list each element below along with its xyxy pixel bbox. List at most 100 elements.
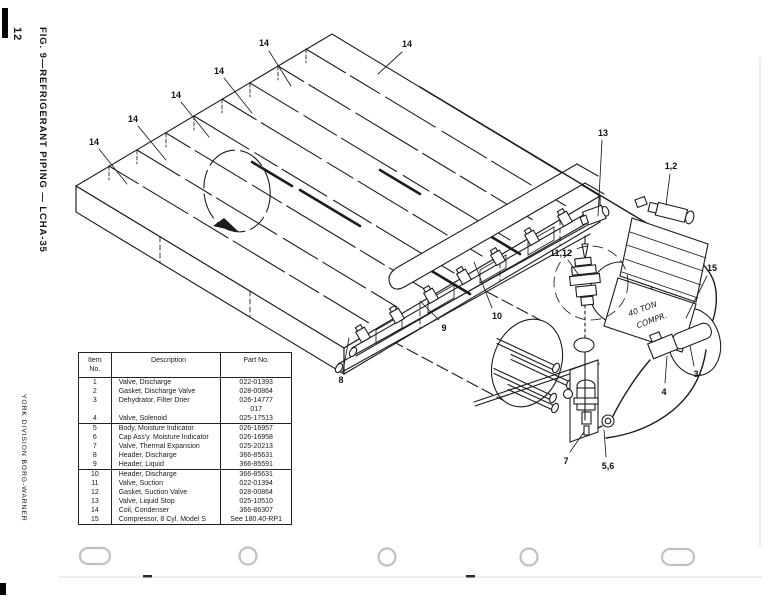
callout-leader [665, 173, 671, 206]
callout-label: 14 [259, 38, 269, 48]
col-header-part-no: Part No. [243, 357, 269, 364]
part-number: 028-00864 [239, 489, 273, 496]
suction-pipe [388, 163, 605, 290]
part-item-no: 7 [78, 442, 112, 451]
callout-label: 11,12 [550, 248, 572, 258]
callout-label: 9 [441, 323, 446, 333]
part-item-no: 6 [78, 433, 112, 442]
callout-leader [567, 259, 579, 275]
callout-leader [98, 148, 128, 185]
callout-leader [137, 125, 167, 161]
figure-title: FIG. 9—REFRIGERANT PIPING — LCHA-35 [37, 27, 48, 253]
callout-leader [685, 275, 708, 319]
callout-label: 1,2 [665, 161, 678, 171]
part-item-no: 8 [78, 451, 112, 460]
part-description: Gasket, Suction Valve [111, 488, 222, 497]
part-description: Valve, Liquid Stop [111, 497, 222, 506]
part-item-no: 15 [78, 515, 112, 525]
part-description: Cap Ass'y. Moisture Indicator [111, 433, 222, 442]
part-description: Compressor, 8 Cyl. Model S [111, 515, 222, 525]
part-item-no: 2 [78, 387, 112, 396]
parts-table-row: 6 Cap Ass'y. Moisture Indicator 026-1695… [78, 433, 292, 442]
part-description: Coil, Condenser [111, 506, 222, 515]
solenoid-valve [646, 331, 679, 360]
callout-leader [419, 300, 440, 321]
suction-valve-assembly [553, 235, 629, 421]
part-number: 366-85631 [239, 452, 273, 459]
line-ring [573, 337, 595, 353]
callout-label: 14 [402, 39, 412, 49]
parts-table-row: 11 Valve, Suction 022-01394 [78, 479, 292, 488]
part-number: 366-85631 [239, 471, 273, 478]
part-number: 026-16957 [239, 425, 273, 432]
part-number: See 180.40-RP1 [230, 516, 283, 523]
callout-leader [603, 429, 607, 458]
part-description: Valve, Thermal Expansion [111, 442, 222, 451]
callout-label: 14 [89, 137, 99, 147]
parts-table-row: 5 Body, Moisture Indicator 026-16957 [78, 423, 292, 433]
part-item-no: 11 [78, 479, 112, 488]
parts-table-header-row: Item No. Description Part No. [78, 352, 292, 378]
part-description: Dehydrator, Filter Drier [111, 396, 222, 414]
fan-opening-wedge [213, 218, 239, 232]
col-header-item-no: Item No. [78, 352, 112, 378]
part-number: 025-10510 [239, 498, 273, 505]
part-number: 026-16958 [239, 434, 273, 441]
parts-table-row: 1 Valve, Discharge 022-01393 [78, 377, 292, 387]
part-description: Valve, Discharge [111, 377, 222, 387]
part-description: Valve, Suction [111, 479, 222, 488]
parts-table-row: 4 Valve, Solenoid 025-17513 [78, 414, 292, 424]
part-number: 026-14777 017 [239, 397, 273, 413]
callout-label: 14 [214, 66, 224, 76]
part-description: Header, Discharge [111, 469, 222, 479]
liquid-stop-valve [579, 204, 610, 227]
coil-fin-lines [108, 48, 567, 324]
part-description: Header, Liquid [111, 460, 222, 470]
binder-hole [519, 547, 539, 567]
callout-leader [342, 337, 350, 372]
part-number: 025-20213 [239, 443, 273, 450]
part-number: 366-86307 [239, 507, 273, 514]
callout-leader [223, 77, 253, 114]
parts-table: Item No. Description Part No. 1 Valve, D… [78, 352, 292, 525]
callout-label: 3 [693, 369, 698, 379]
callout-label: 13 [598, 128, 608, 138]
callout-label: 14 [171, 90, 181, 100]
part-number: 366-85591 [239, 461, 273, 468]
callout-leader [377, 51, 403, 75]
parts-table-row: 10 Header, Discharge 366-85631 [78, 469, 292, 479]
callout-label: 15 [707, 263, 717, 273]
parts-table-row: 15 Compressor, 8 Cyl. Model S See 180.40… [78, 515, 292, 525]
moisture-indicator [601, 414, 615, 428]
part-number: 028-00864 [239, 388, 273, 395]
page-number: 12 [11, 27, 23, 42]
callout-leader [473, 261, 493, 309]
part-item-no: 13 [78, 497, 112, 506]
parts-table-row: 8 Header, Discharge 366-85631 [78, 451, 292, 460]
parts-table-row: 3 Dehydrator, Filter Drier 026-14777 017 [78, 396, 292, 414]
refrigerant-headers [334, 163, 605, 374]
part-item-no: 5 [78, 423, 112, 433]
part-item-no: 12 [78, 488, 112, 497]
part-number: 025-17513 [239, 415, 273, 422]
part-description: Valve, Solenoid [111, 414, 222, 424]
compressor: 40 TON COMPR. [589, 195, 722, 377]
parts-table-row: 7 Valve, Thermal Expansion 025-20213 [78, 442, 292, 451]
callout-label: 14 [128, 114, 138, 124]
part-number: 022-01394 [239, 480, 273, 487]
part-description: Body, Moisture Indicator [111, 423, 222, 433]
callout-leader [180, 101, 210, 138]
part-description: Header, Discharge [111, 451, 222, 460]
part-description: Gasket, Discharge Valve [111, 387, 222, 396]
callout-leader [268, 50, 292, 87]
part-item-no: 14 [78, 506, 112, 515]
part-item-no: 4 [78, 414, 112, 424]
parts-table-row: 12 Gasket, Suction Valve 028-00864 [78, 488, 292, 497]
part-number: 022-01393 [239, 379, 273, 386]
part-item-no: 9 [78, 460, 112, 470]
fan-opening [203, 149, 271, 233]
parts-table-row: 9 Header, Liquid 366-85591 [78, 460, 292, 470]
